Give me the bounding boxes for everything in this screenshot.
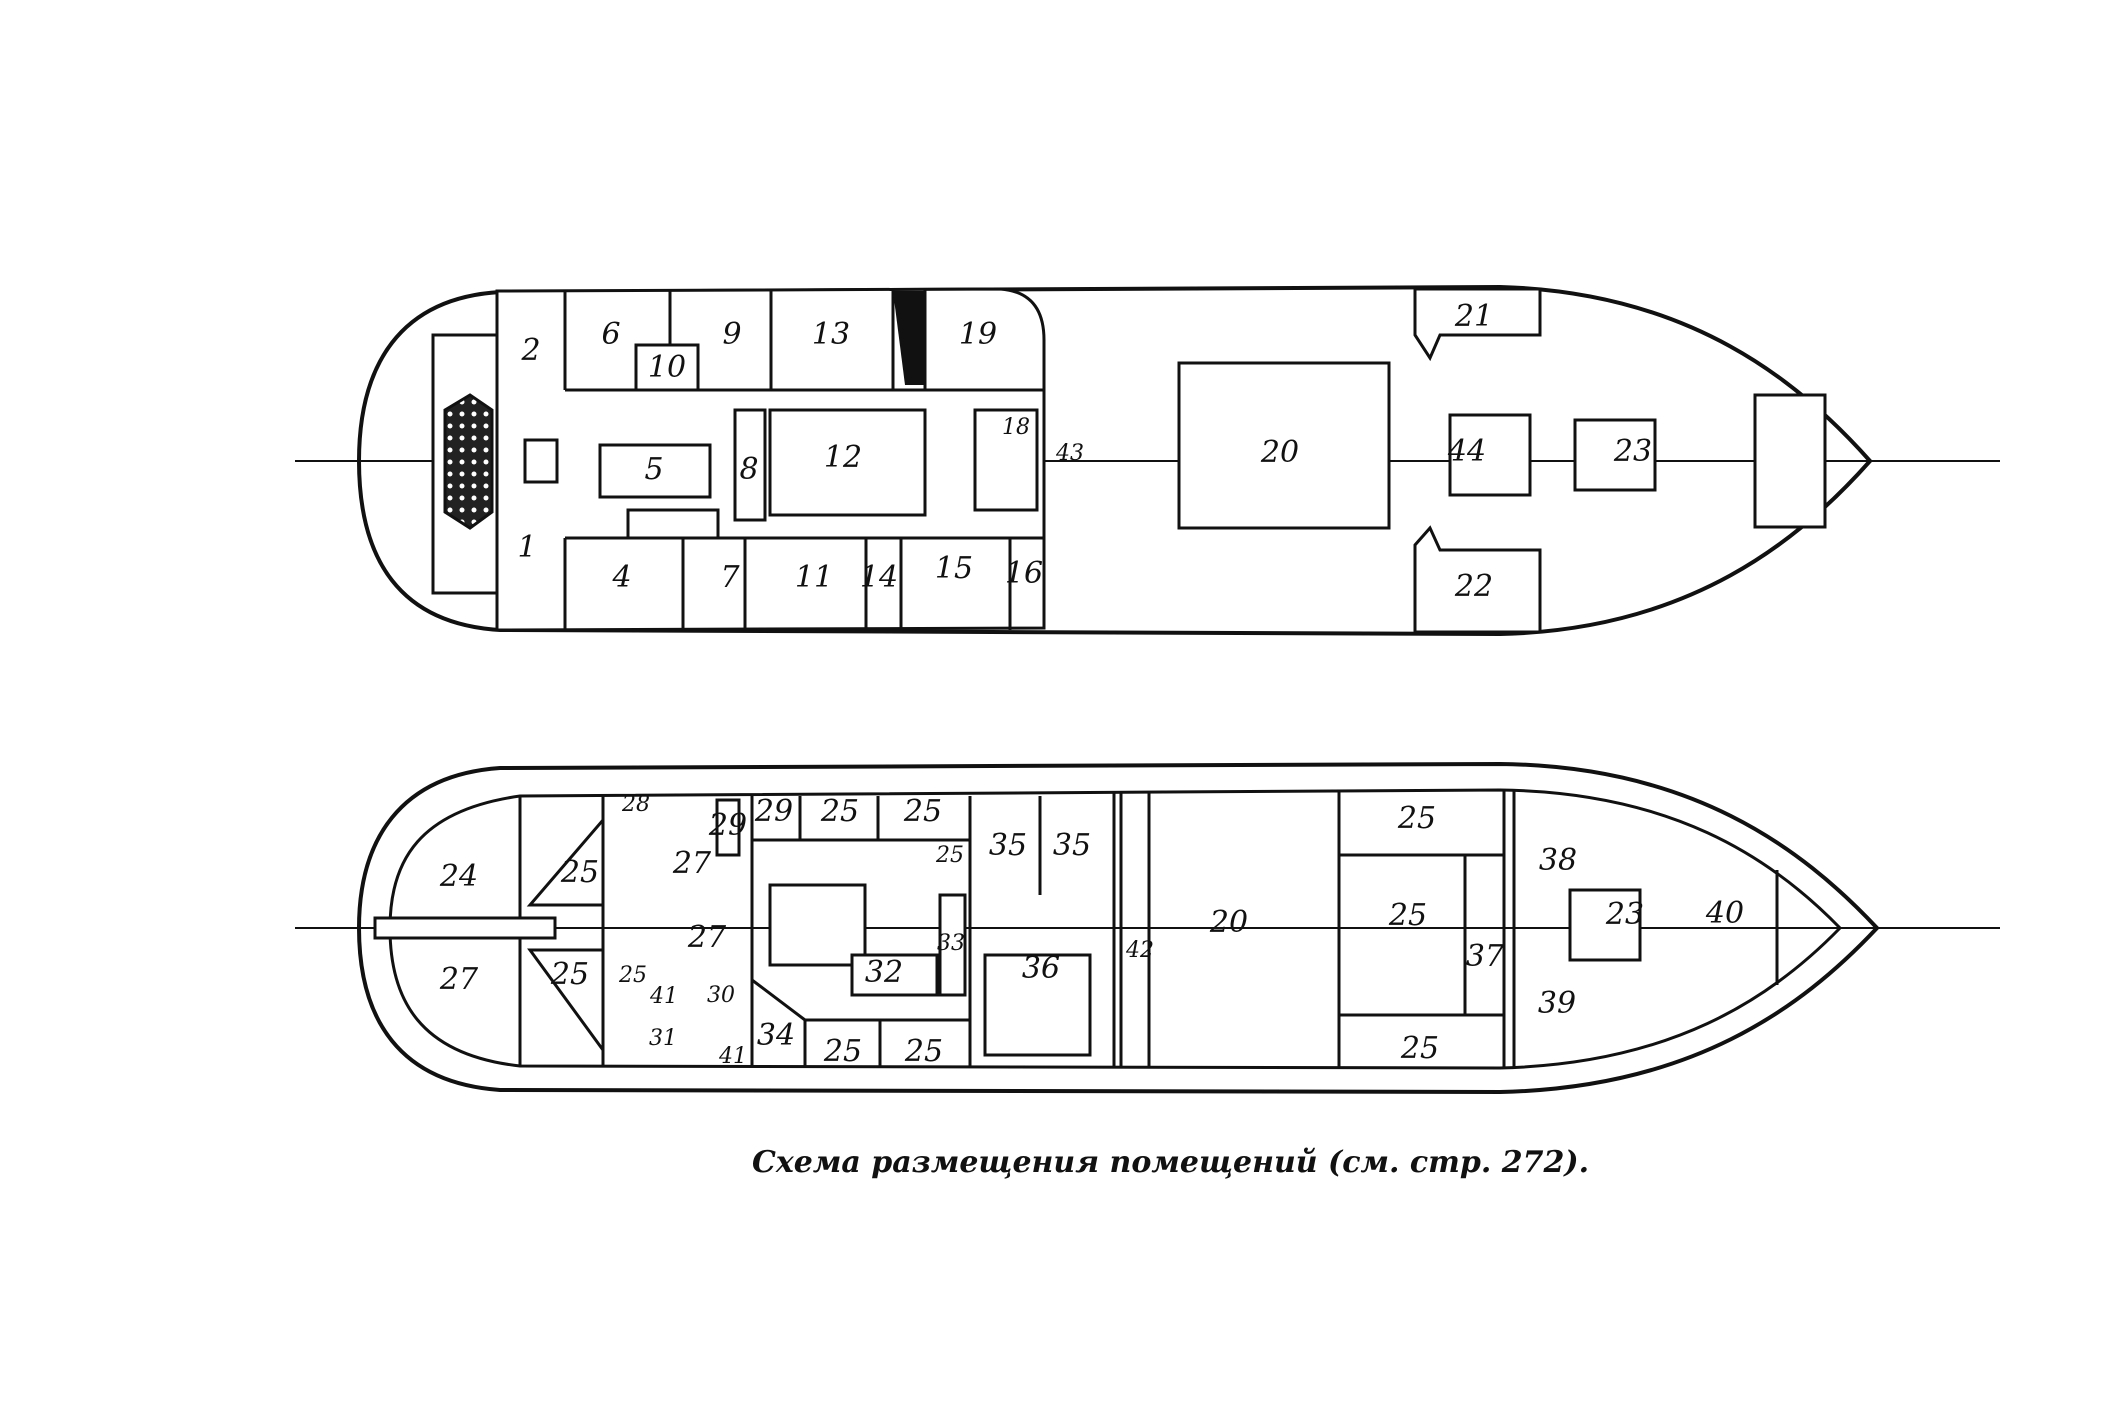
room-label: 16 xyxy=(1005,556,1043,591)
mast-step xyxy=(893,291,925,385)
bench-4 xyxy=(626,508,720,540)
room-label: 1 xyxy=(517,530,536,565)
hatch-20 xyxy=(1177,361,1391,530)
companion-ladder xyxy=(523,438,559,484)
room-label: 23 xyxy=(1613,434,1652,469)
room-label: 25 xyxy=(1388,898,1427,933)
room-label: 2 xyxy=(520,333,540,368)
bitts xyxy=(1753,393,1827,529)
room-label: 12 xyxy=(824,440,862,475)
room-label: 38 xyxy=(1539,843,1577,878)
table-5 xyxy=(598,443,712,499)
room-label: 18 xyxy=(1002,415,1030,440)
room-label: 8 xyxy=(739,452,758,487)
room-label: 29 xyxy=(708,808,747,843)
room-label: 23 xyxy=(1605,897,1644,932)
room-label: 29 xyxy=(754,794,793,829)
room-label: 13 xyxy=(812,317,850,352)
room-label: 24 xyxy=(439,859,478,894)
box-29 xyxy=(715,798,741,857)
room-label: 35 xyxy=(1053,828,1091,863)
room-18-box xyxy=(973,408,1039,512)
room-label: 14 xyxy=(860,560,898,595)
room-label: 41 xyxy=(718,1044,747,1069)
room-label: 36 xyxy=(1022,951,1060,986)
room-label: 39 xyxy=(1538,986,1576,1021)
engine xyxy=(768,883,867,967)
room-label: 7 xyxy=(720,560,740,595)
room-label: 25 xyxy=(1397,801,1436,836)
galley-36 xyxy=(983,953,1092,1057)
room-label: 25 xyxy=(903,794,942,829)
room-label: 40 xyxy=(1705,896,1744,931)
hatch-23-lower xyxy=(1568,888,1642,962)
windlass-44 xyxy=(1448,413,1532,497)
room-label: 11 xyxy=(795,560,833,595)
room-label: 9 xyxy=(722,317,741,352)
room-label: 25 xyxy=(820,794,859,829)
room-label: 25 xyxy=(935,843,964,868)
room-label: 6 xyxy=(601,317,620,352)
room-label: 22 xyxy=(1454,569,1493,604)
deckhouse-21 xyxy=(1413,287,1542,362)
lower-bulkheads xyxy=(518,790,1779,1068)
room-label: 44 xyxy=(1447,434,1486,469)
room-label: 34 xyxy=(757,1018,795,1053)
room-label: 25 xyxy=(560,855,599,890)
room-8-box xyxy=(733,408,767,522)
room-label: 43 xyxy=(1055,441,1084,466)
room-label: 5 xyxy=(644,452,663,487)
room-label: 25 xyxy=(1400,1031,1439,1066)
upper-hull-outline xyxy=(356,284,1873,637)
room-label: 28 xyxy=(621,792,650,817)
upper-deck-plan xyxy=(295,284,2000,637)
room-label: 21 xyxy=(1454,299,1493,334)
room-label: 20 xyxy=(1260,435,1299,470)
hatch-23 xyxy=(1573,418,1657,492)
lower-hull-inner xyxy=(388,788,1843,1070)
room-label: 25 xyxy=(904,1034,943,1069)
room-label: 32 xyxy=(865,955,903,990)
room-label: 27 xyxy=(687,920,727,955)
room-label: 25 xyxy=(618,963,647,988)
room-label: 27 xyxy=(439,962,479,997)
shaft-tunnel xyxy=(373,916,557,940)
room-label: 10 xyxy=(648,350,686,385)
room-label: 27 xyxy=(672,846,712,881)
figure-caption: Схема размещения помещений (см. стр. 272… xyxy=(752,1145,1589,1180)
lower-deck-plan xyxy=(295,761,2000,1095)
room-label: 25 xyxy=(823,1034,862,1069)
room-label: 25 xyxy=(550,957,589,992)
room-label: 33 xyxy=(937,931,965,956)
room-label: 20 xyxy=(1209,905,1248,940)
room-10-box xyxy=(634,343,700,392)
lower-hull-outline xyxy=(356,761,1880,1095)
room-label: 30 xyxy=(707,983,735,1008)
room-label: 4 xyxy=(611,560,631,595)
room-label: 35 xyxy=(989,828,1027,863)
room-label: 37 xyxy=(1466,939,1505,974)
tank-32 xyxy=(850,953,939,997)
room-label: 31 xyxy=(649,1026,677,1051)
room-label: 41 xyxy=(649,984,678,1009)
deckhouse-22 xyxy=(1413,525,1542,634)
room-label: 42 xyxy=(1125,938,1154,963)
tank-33 xyxy=(938,893,967,997)
skylight xyxy=(443,393,494,530)
tank-25-lower xyxy=(527,948,605,1055)
tank-25-upper xyxy=(526,815,605,907)
room-label: 19 xyxy=(959,317,997,352)
room-12-box xyxy=(768,408,927,517)
room-label: 15 xyxy=(935,551,973,586)
